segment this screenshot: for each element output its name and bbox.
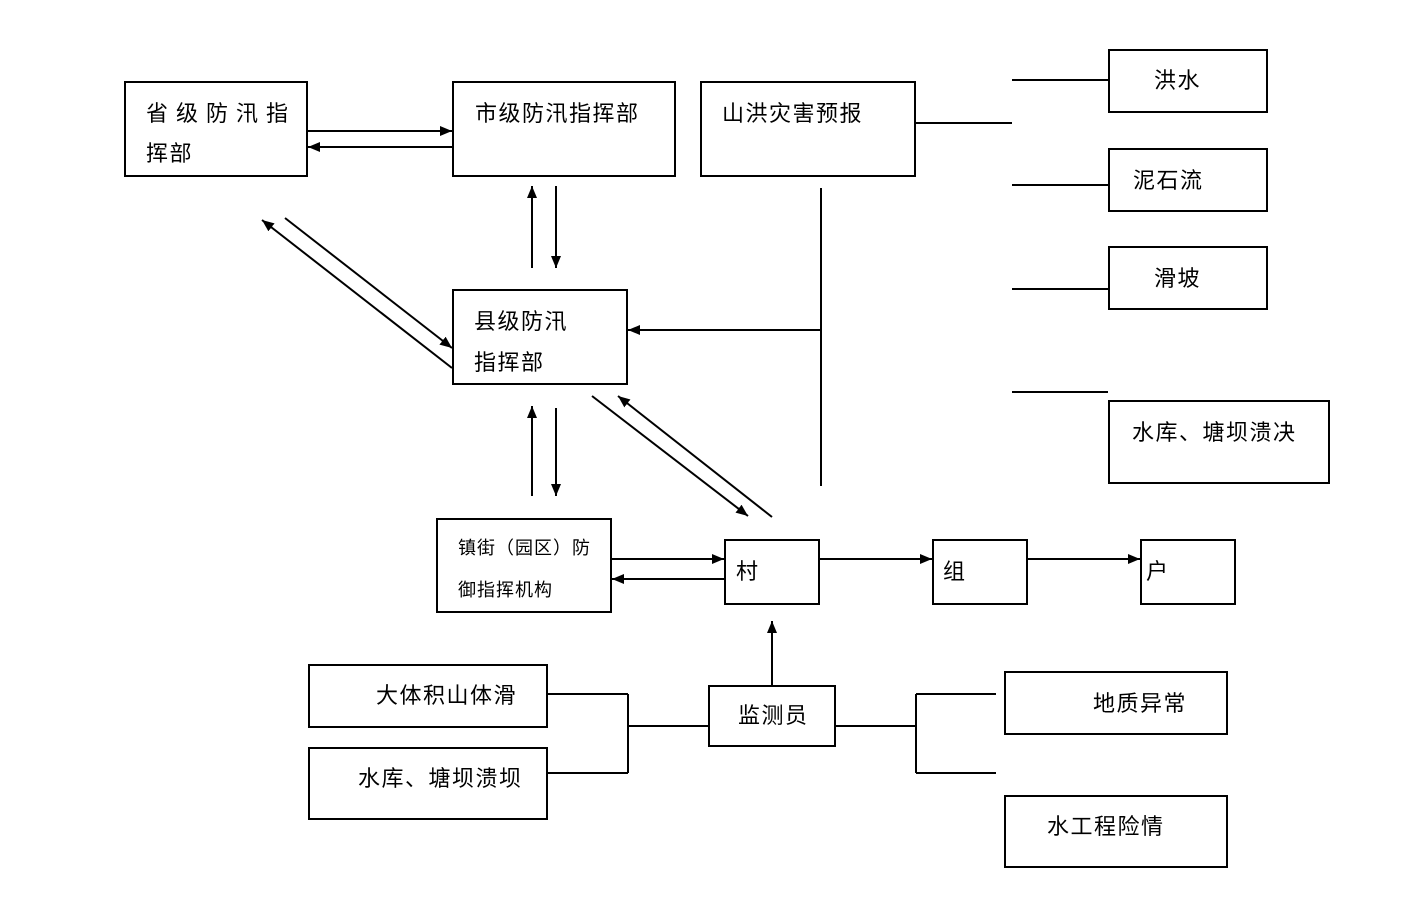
arrow-provincial-to-county — [284, 217, 453, 349]
landslide-label: 滑坡 — [1154, 267, 1202, 292]
reservoir-breach-box: 水库、塘坝溃决 — [1108, 400, 1330, 484]
county-hq-label-line-2: 指挥部 — [474, 351, 545, 376]
forecast-box: 山洪灾害预报 — [700, 81, 916, 177]
county-hq-box: 县级防汛 指挥部 — [452, 289, 628, 385]
geo-anomaly-label: 地质异常 — [1093, 692, 1188, 717]
water-project-label: 水工程险情 — [1047, 815, 1165, 840]
arrow-county-to-provincial — [261, 219, 453, 369]
group-box: 组 — [932, 539, 1028, 605]
town-org-label-line-1: 镇街（园区）防 — [458, 538, 591, 559]
city-hq-label: 市级防汛指挥部 — [475, 102, 640, 127]
household-label: 户 — [1146, 560, 1170, 585]
village-label: 村 — [736, 560, 760, 585]
large-landslide-box: 大体积山体滑 — [308, 664, 548, 728]
monitor-box: 监测员 — [708, 685, 836, 747]
debris-flow-label: 泥石流 — [1133, 169, 1204, 194]
debris-flow-box: 泥石流 — [1108, 148, 1268, 212]
arrow-village-to-county — [617, 395, 773, 518]
household-box: 户 — [1140, 539, 1236, 605]
city-hq-box: 市级防汛指挥部 — [452, 81, 676, 177]
forecast-label: 山洪灾害预报 — [722, 102, 864, 127]
reservoir-dam-break-box: 水库、塘坝溃坝 — [308, 747, 548, 820]
county-hq-label-line-1: 县级防汛 — [474, 310, 569, 335]
flood-label: 洪水 — [1154, 69, 1202, 94]
town-org-label-line-2: 御指挥机构 — [458, 580, 553, 601]
arrow-county-to-village — [591, 395, 749, 517]
geo-anomaly-box: 地质异常 — [1004, 671, 1228, 735]
large-landslide-label: 大体积山体滑 — [376, 684, 518, 709]
provincial-hq-label-line-1: 省级防汛指 — [146, 102, 297, 127]
flood-box: 洪水 — [1108, 49, 1268, 113]
provincial-hq-label-line-2: 挥部 — [146, 142, 194, 167]
provincial-hq-box: 省级防汛指 挥部 — [124, 81, 308, 177]
landslide-box: 滑坡 — [1108, 246, 1268, 310]
water-project-box: 水工程险情 — [1004, 795, 1228, 868]
group-label: 组 — [943, 560, 967, 585]
reservoir-dam-break-label: 水库、塘坝溃坝 — [358, 767, 523, 792]
monitor-label: 监测员 — [738, 704, 809, 729]
village-box: 村 — [724, 539, 820, 605]
town-org-box: 镇街（园区）防 御指挥机构 — [436, 518, 612, 613]
reservoir-breach-label: 水库、塘坝溃决 — [1132, 421, 1297, 446]
